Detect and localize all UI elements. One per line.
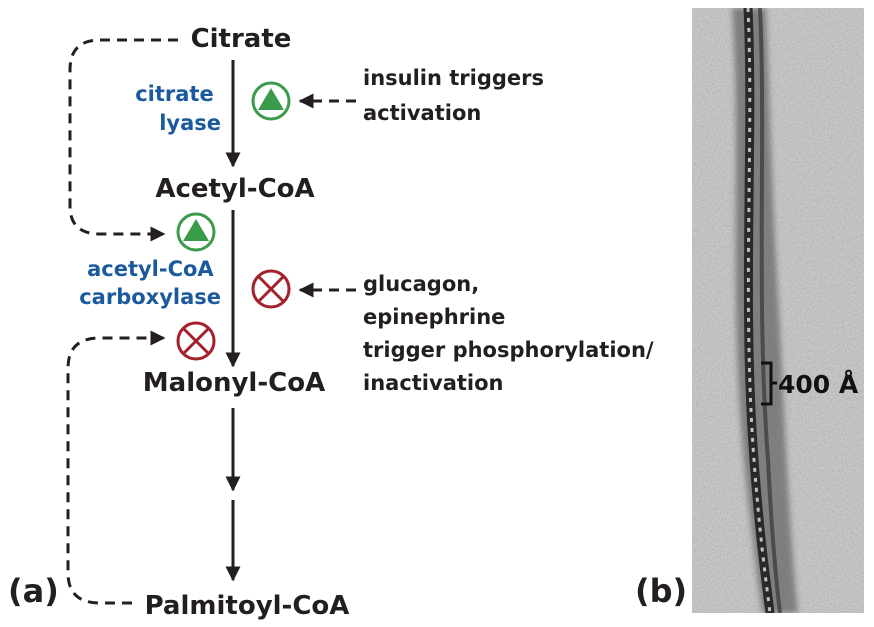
inhibition-cross-icon: [176, 321, 216, 361]
pathway-panel: Citrate Acetyl-CoA Malonyl-CoA Palmitoyl…: [8, 24, 661, 621]
metabolite-malonyl-coa: Malonyl-CoA: [143, 368, 325, 398]
micrograph-panel: 400 Å (b): [635, 8, 864, 613]
panel-label-a: (a): [8, 572, 59, 610]
inhibition-cross-icon: [251, 269, 291, 309]
metabolite-acetyl-coa: Acetyl-CoA: [155, 174, 314, 204]
electron-micrograph: [692, 8, 864, 613]
scale-bar-label: 400 Å: [778, 370, 859, 399]
enzyme-citrate-lyase: citrate lyase: [135, 82, 221, 135]
activation-triangle-icon: [176, 212, 216, 252]
palmitoyl-coa-feedback-arrow: [66, 330, 166, 605]
metabolite-palmitoyl-coa: Palmitoyl-CoA: [145, 591, 350, 621]
annotation-glucagon-epinephrine: glucagon, epinephrine trigger phosphoryl…: [363, 272, 661, 395]
citrate-feedforward-arrow: [68, 38, 178, 242]
metabolite-citrate: Citrate: [191, 24, 292, 54]
panel-label-b: (b): [635, 572, 687, 610]
annotation-insulin: insulin triggers activation: [363, 66, 551, 125]
activation-triangle-icon: [251, 81, 291, 121]
enzyme-acetyl-coa-carboxylase: acetyl-CoA carboxylase: [79, 257, 221, 309]
